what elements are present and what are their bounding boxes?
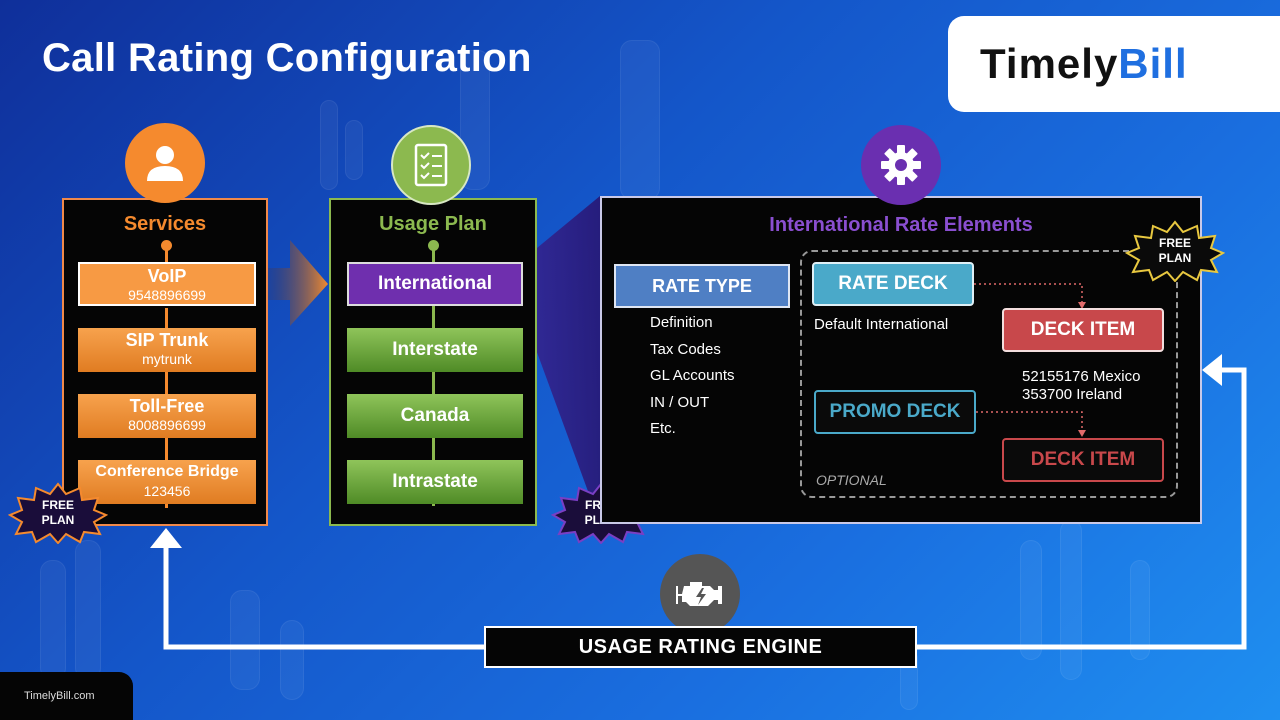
service-conference-bridge[interactable]: Conference Bridge 123456 <box>78 460 256 504</box>
plan-canada[interactable]: Canada <box>347 394 523 438</box>
checklist-icon <box>414 143 448 187</box>
starburst-badge-icon <box>1124 220 1226 283</box>
services-connector <box>165 246 168 266</box>
rate-type-list: Definition Tax Codes GL Accounts IN / OU… <box>650 310 735 443</box>
loop-line-right <box>917 367 1247 650</box>
rate-deck-subtitle: Default International <box>814 316 949 333</box>
usage-plan-icon-circle <box>391 125 471 205</box>
deck-group <box>800 250 1178 498</box>
loop-arrowhead-right <box>1202 354 1222 386</box>
service-name: Conference Bridge <box>95 463 239 480</box>
rate-elements-title: International Rate Elements <box>769 214 1033 236</box>
user-icon <box>147 146 183 181</box>
service-voip[interactable]: VoIP 9548896699 <box>78 262 256 306</box>
deck-item-button[interactable]: DECK ITEM <box>1002 308 1164 352</box>
engine-icon-circle <box>660 554 740 634</box>
rate-elements-free-plan-badge: FREE PLAN <box>1124 220 1226 283</box>
services-icon-circle <box>125 123 205 203</box>
rate-elements-icon-circle <box>861 125 941 205</box>
rate-elements-panel: International Rate Elements RATE TYPE De… <box>600 196 1202 524</box>
rate-type-item: Tax Codes <box>650 340 721 358</box>
badge-line2: PLAN <box>41 513 75 527</box>
service-name: Toll-Free <box>129 396 205 416</box>
deck-item-line: 52155176 Mexico <box>1022 368 1141 385</box>
footer-url[interactable]: TimelyBill.com <box>0 672 133 720</box>
usage-plan-connector-dot <box>428 240 439 251</box>
rate-type-item: GL Accounts <box>650 367 735 384</box>
badge-line1: FREE <box>41 498 74 512</box>
rate-type-item: Definition <box>650 314 713 331</box>
badge-line2: PLAN <box>1158 251 1192 265</box>
plan-international[interactable]: International <box>347 262 523 306</box>
badge-line1: FREE <box>1158 236 1191 250</box>
loop-arrowhead-left <box>150 528 182 548</box>
service-value: 9548896699 <box>128 287 206 303</box>
gear-icon <box>881 145 921 185</box>
deck-connectors <box>974 283 1086 437</box>
service-value: mytrunk <box>142 351 192 367</box>
rate-type-header[interactable]: RATE TYPE <box>614 264 790 308</box>
usage-plan-title: Usage Plan <box>379 213 487 235</box>
rate-type-item: Etc. <box>650 420 676 437</box>
deck-item-optional-button[interactable]: DECK ITEM <box>1002 438 1164 482</box>
engine-icon <box>676 582 722 606</box>
flow-arrow <box>266 240 328 326</box>
starburst-badge-icon <box>7 482 109 545</box>
service-sip-trunk[interactable]: SIP Trunk mytrunk <box>78 328 256 372</box>
services-title: Services <box>123 213 207 235</box>
service-value: 123456 <box>143 483 191 499</box>
usage-plan-panel: Usage Plan International Interstate Cana… <box>329 198 537 526</box>
logo-text-bill: Bill <box>1118 40 1188 87</box>
service-value: 8008896699 <box>128 417 206 433</box>
plan-intrastate[interactable]: Intrastate <box>347 460 523 504</box>
rate-type-item: IN / OUT <box>650 393 710 411</box>
usage-plan-connector-line <box>432 246 435 506</box>
promo-deck-button[interactable]: PROMO DECK <box>814 390 976 434</box>
loop-line-left <box>163 548 484 650</box>
deck-item-line: 353700 Ireland <box>1022 386 1123 403</box>
logo-text-timely: Timely <box>980 40 1119 87</box>
services-connector-dot <box>161 240 172 251</box>
page-title: Call Rating Configuration <box>42 36 532 80</box>
rate-deck-button[interactable]: RATE DECK <box>812 262 974 306</box>
deck-item-details: 52155176 Mexico 353700 Ireland <box>1022 368 1140 404</box>
focus-funnel <box>520 196 600 524</box>
optional-label: OPTIONAL <box>816 472 887 488</box>
usage-rating-engine-bar: USAGE RATING ENGINE <box>484 626 917 668</box>
service-toll-free[interactable]: Toll-Free 8008896699 <box>78 394 256 438</box>
service-name: VoIP <box>147 266 187 286</box>
service-name: SIP Trunk <box>125 330 209 350</box>
plan-interstate[interactable]: Interstate <box>347 328 523 372</box>
services-panel: Services VoIP 9548896699 SIP Trunk mytru… <box>62 198 268 526</box>
services-free-plan-badge: FREE PLAN <box>7 482 109 545</box>
